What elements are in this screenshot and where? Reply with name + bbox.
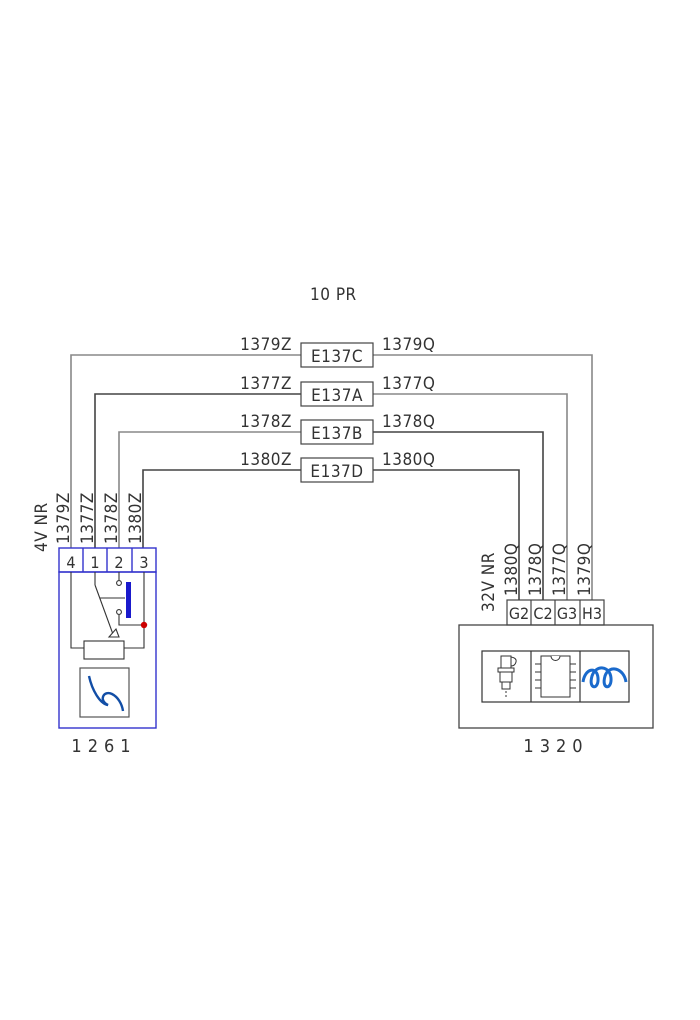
component-1261[interactable]: 4V NR 1379Z 1377Z 1378Z 1380Z 4 1 2 3 <box>32 492 157 757</box>
pin-connector <box>506 599 605 626</box>
connector-label: 32V NR <box>479 552 499 612</box>
wire-label: 1380Z <box>240 450 292 470</box>
wire-label: 1377Z <box>78 492 98 544</box>
component-1320[interactable]: 32V NR 1380Q 1378Q 1377Q 1379Q G2 C2 G3 … <box>458 543 654 757</box>
svg-text:E137C: E137C <box>311 347 363 367</box>
junction-dot <box>140 621 148 629</box>
wire-label: 1380Z <box>126 492 146 544</box>
wire-1378 <box>118 431 301 548</box>
splice-e137c[interactable]: E137C <box>300 342 374 368</box>
coil-icon <box>581 666 628 689</box>
sensor-icon <box>497 655 517 697</box>
wire-label: 1380Q <box>502 543 522 596</box>
internal-circuit <box>70 572 145 660</box>
svg-text:E137D: E137D <box>310 462 363 482</box>
svg-text:E137B: E137B <box>311 424 363 444</box>
splice-e137d[interactable]: E137D <box>300 457 374 483</box>
pin-label: 2 <box>114 553 123 572</box>
component-id: 1261 <box>71 736 136 757</box>
splice-e137b[interactable]: E137B <box>300 419 374 445</box>
component-id: 1320 <box>523 736 588 757</box>
wire-label: 1379Z <box>240 335 292 355</box>
wire-label: 1378Z <box>240 412 292 432</box>
pin-label: 3 <box>139 553 148 572</box>
pin-label: H3 <box>582 604 602 623</box>
wire-1380 <box>142 469 301 548</box>
pin-label: G3 <box>557 604 577 623</box>
wire-label: 1379Z <box>54 492 74 544</box>
pin-label: 4 <box>66 553 75 572</box>
wires <box>70 354 593 600</box>
wire-label: 1377Q <box>550 543 570 596</box>
wire-label: 1378Z <box>102 492 122 544</box>
pin-label: 1 <box>90 553 99 572</box>
wire-label: 1380Q <box>382 450 435 470</box>
chip-icon <box>535 655 576 698</box>
component-body <box>58 571 157 729</box>
wire-label: 1379Q <box>575 543 595 596</box>
wire-1379 <box>70 354 301 548</box>
wire-label: 1379Q <box>382 335 435 355</box>
curve-sensor-icon <box>79 667 130 718</box>
wire-label: 1378Q <box>382 412 435 432</box>
component-body <box>458 624 654 729</box>
svg-text:E137A: E137A <box>311 386 363 406</box>
connector-label: 4V NR <box>32 502 52 552</box>
wire-label: 1377Q <box>382 374 435 394</box>
pin-label: C2 <box>533 604 552 623</box>
pin-label: G2 <box>509 604 529 623</box>
wire-label: 1377Z <box>240 374 292 394</box>
contact-bar <box>126 582 131 618</box>
wire-label: 1378Q <box>526 543 546 596</box>
harness-label: 10 PR <box>310 285 357 305</box>
splice-e137a[interactable]: E137A <box>300 381 374 407</box>
wire-1377 <box>94 393 301 548</box>
